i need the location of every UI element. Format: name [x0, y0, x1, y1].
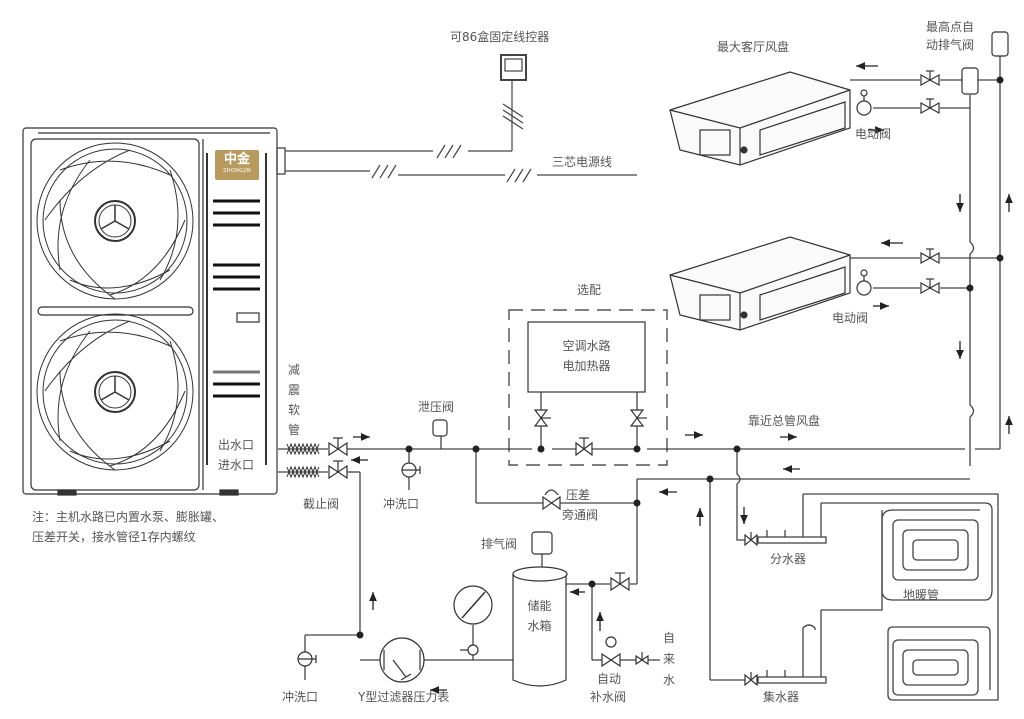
collector-label: 集水器	[763, 690, 800, 704]
makeup-label-2: 补水阀	[590, 690, 627, 704]
bypass-label-2: 旁通阀	[562, 508, 599, 522]
inlet-label: 进水口	[218, 458, 255, 472]
flush-ports	[297, 462, 421, 667]
pressure-gauge	[453, 585, 493, 656]
tank-label-2: 水箱	[527, 619, 552, 633]
fan-bottom	[36, 313, 194, 471]
hose-label: 减震软管	[288, 363, 301, 437]
optional-heater-box	[508, 309, 668, 466]
storage-tank	[512, 566, 568, 687]
filter-gauge-label: Y型过滤器压力表	[358, 690, 450, 704]
motor-valve-label-top: 电动阀	[855, 127, 892, 141]
outlet-label: 出水口	[218, 438, 255, 452]
flush-port-label: 冲洗口	[383, 497, 420, 511]
y-filter	[379, 637, 425, 683]
tank-label-1: 储能	[527, 599, 552, 613]
fan-top	[36, 142, 194, 300]
auto-air-vents	[531, 31, 1009, 567]
brand-logo: 中金 ZHONGJIN	[215, 150, 259, 180]
makeup-label-1: 自动	[597, 672, 622, 686]
tap-water-label: 自来水	[663, 631, 676, 687]
near-fan-coil-label: 靠近总管风盘	[748, 414, 821, 428]
heater-label: 空调水路 电加热器	[528, 336, 645, 376]
tank-label: 储能 水箱	[513, 596, 566, 636]
logo-text-cn: 中金	[223, 152, 250, 167]
valves	[328, 70, 940, 687]
piping	[278, 55, 1001, 701]
motor-valves	[856, 89, 872, 296]
heat-pump-unit	[22, 127, 286, 496]
auto-vent-label-1: 最高点自	[926, 20, 975, 34]
flush-port-label-2: 冲洗口	[282, 690, 319, 704]
fan-coil-middle	[669, 236, 851, 331]
note-line-1: 注：主机水路已内置水泵、膨胀罐、	[32, 510, 225, 524]
heater-label-1: 空调水路	[562, 339, 611, 353]
flow-arrows	[351, 62, 1013, 694]
bypass-label-1: 压差	[566, 488, 591, 502]
fan-coil-top	[669, 71, 851, 166]
auto-vent-label-2: 动排气阀	[926, 38, 975, 52]
note-line-2: 压差开关，接水管径1存内螺纹	[32, 530, 196, 544]
relief-valve	[432, 419, 448, 437]
heater-label-2: 电加热器	[562, 359, 611, 373]
power-cable-label: 三芯电源线	[552, 155, 613, 169]
controller-label: 可86盒固定线控器	[450, 30, 550, 44]
vibration-hoses	[286, 442, 320, 479]
distributor-label: 分水器	[770, 552, 807, 566]
pipe-junctions	[356, 76, 1004, 639]
wire-controller	[285, 54, 637, 183]
fan-coil-top-label: 最大客厅风盘	[717, 40, 790, 54]
stop-valve-label: 截止阀	[303, 497, 340, 511]
motor-valve-label-middle: 电动阀	[832, 311, 869, 325]
relief-valve-label: 泄压阀	[418, 400, 455, 414]
logo-text-en: ZHONGJIN	[223, 168, 251, 174]
optional-label: 选配	[577, 283, 602, 297]
vent-valve-label: 排气阀	[481, 537, 518, 551]
floor-heating-label: 地暖管	[903, 588, 940, 602]
